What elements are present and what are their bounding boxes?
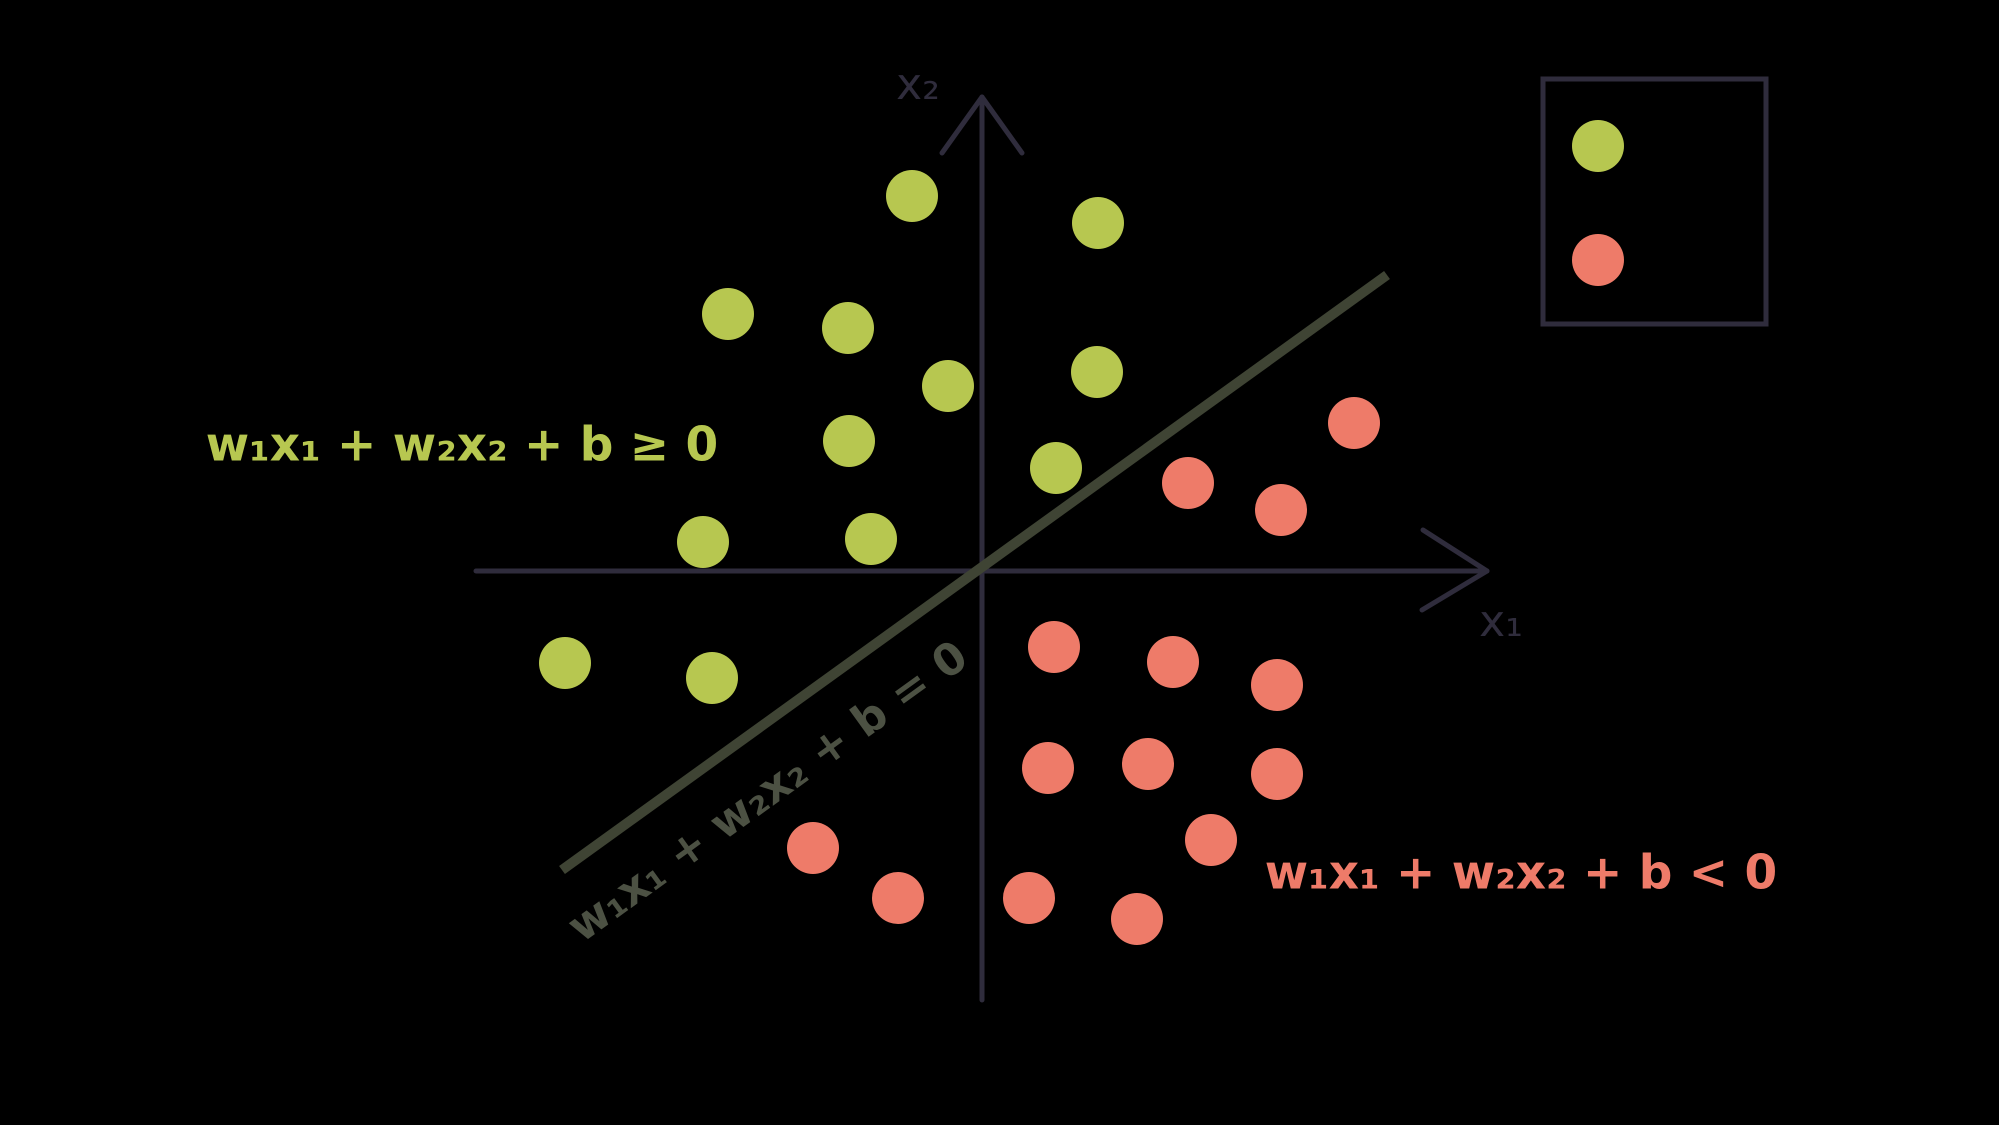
data-point-negative — [1022, 742, 1074, 794]
data-point-positive — [845, 513, 897, 565]
decision-boundary-line — [559, 270, 1390, 875]
data-point-positive — [1071, 346, 1123, 398]
data-point-negative — [1111, 893, 1163, 945]
data-point-negative — [1122, 738, 1174, 790]
data-point-positive — [1072, 197, 1124, 249]
legend-negative-class-dot-icon — [1572, 234, 1624, 286]
data-point-positive — [677, 516, 729, 568]
legend — [1540, 76, 1769, 327]
data-point-positive — [702, 288, 754, 340]
data-point-negative — [1255, 484, 1307, 536]
y-axis-arrowhead-icon — [939, 94, 1025, 156]
data-point-negative — [1162, 457, 1214, 509]
data-point-negative — [1147, 636, 1199, 688]
legend-positive-class-dot-icon — [1572, 120, 1624, 172]
data-point-positive — [686, 652, 738, 704]
x-axis-label: x₁ — [1479, 596, 1523, 647]
data-point-negative — [787, 822, 839, 874]
data-point-negative — [1185, 814, 1237, 866]
y-axis-label: x₂ — [896, 59, 940, 110]
data-point-negative — [1003, 872, 1055, 924]
data-point-negative — [1251, 748, 1303, 800]
data-point-positive — [886, 170, 938, 222]
data-point-negative — [1028, 621, 1080, 673]
data-point-negative — [1251, 659, 1303, 711]
data-point-positive — [1030, 442, 1082, 494]
positive-region-formula: w₁x₁ + w₂x₂ + b ≥ 0 — [205, 417, 719, 473]
y-axis — [939, 94, 1025, 1003]
negative-class-points — [787, 397, 1380, 945]
data-point-negative — [872, 872, 924, 924]
negative-region-formula: w₁x₁ + w₂x₂ + b < 0 — [1264, 845, 1778, 901]
data-point-positive — [922, 360, 974, 412]
data-point-positive — [822, 302, 874, 354]
data-point-positive — [539, 637, 591, 689]
x-axis-arrowhead-icon — [1419, 527, 1490, 613]
data-point-negative — [1328, 397, 1380, 449]
legend-box — [1540, 76, 1769, 327]
positive-class-points — [539, 170, 1124, 704]
data-point-positive — [823, 415, 875, 467]
